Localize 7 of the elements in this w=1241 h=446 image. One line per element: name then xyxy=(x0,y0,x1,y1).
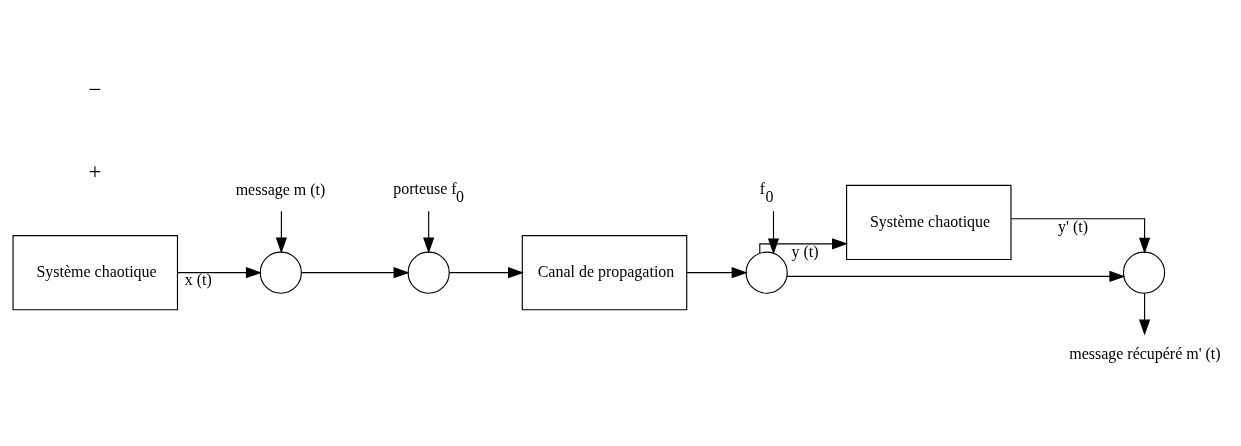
edge-label: x (t) xyxy=(184,271,212,289)
edge-label: y' (t) xyxy=(1058,217,1088,235)
node-text: message récupéré m' (t) xyxy=(1069,345,1221,363)
label: + xyxy=(88,159,102,185)
node-text: message m (t) xyxy=(235,180,326,198)
edge-label: y (t) xyxy=(791,242,819,260)
label: − xyxy=(88,76,102,102)
